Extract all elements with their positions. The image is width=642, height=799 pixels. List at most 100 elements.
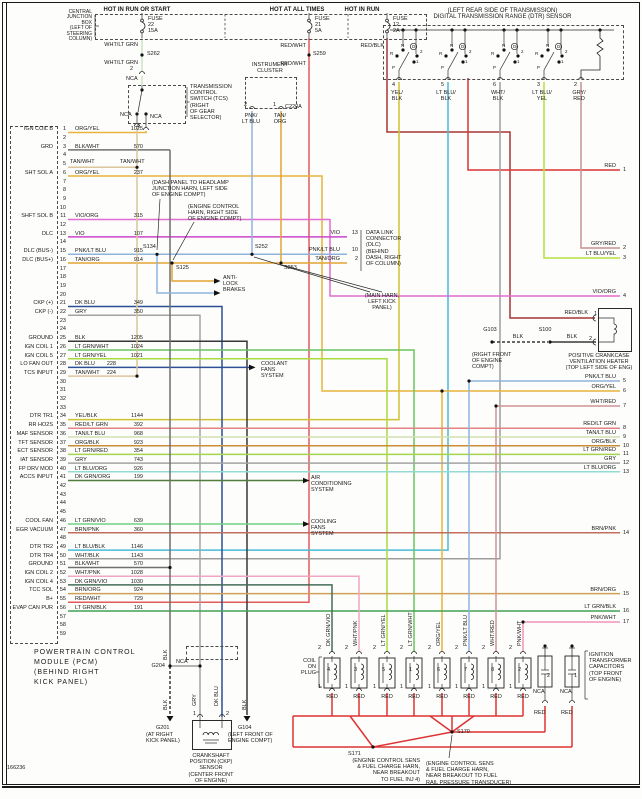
wire-label: RED	[517, 694, 529, 700]
pcm-pin-number: 2	[62, 135, 66, 141]
wire-color-label: LT GRN/BLK	[75, 604, 107, 611]
wire-color-label: LT GRN/WHT	[407, 612, 414, 646]
fuse-label: 22	[148, 22, 155, 28]
dtr-position-label: N	[502, 43, 506, 48]
pcm-signal-label: DLC	[41, 230, 53, 237]
pcm-signal-label: IAT SENSOR	[20, 456, 53, 463]
splice-label: S125	[176, 265, 189, 271]
pcm-signal-label: ACCS INPUT	[19, 474, 53, 481]
wire-label: RED	[326, 694, 338, 700]
pcm-pin-number: 7	[62, 178, 66, 185]
wire-label: YEL	[536, 96, 548, 102]
pin-label: 2	[344, 645, 348, 651]
edge-pin-number: 6	[623, 388, 627, 394]
pcm-pin-number: 36	[59, 430, 66, 437]
dtr-position-label: 1	[561, 59, 564, 64]
pcm-signal-label: GRD	[40, 143, 53, 150]
fuse-label: 12	[393, 22, 400, 28]
wire-label: LT BLU/	[436, 90, 456, 96]
pin-label: 2	[481, 645, 485, 651]
circuit-number: 1205	[130, 335, 143, 342]
wire-color-label: PNK/WHT	[516, 620, 523, 646]
circuit-number: 237	[133, 169, 143, 176]
wire-color-label: BRN/ORG	[75, 587, 101, 594]
wire-label: GRY	[192, 694, 198, 706]
pin-label: 13	[351, 229, 358, 236]
wire-color-label: WHT/PNK	[352, 620, 359, 646]
wire-label: TAN/WHT	[120, 159, 145, 165]
pin-label: 1	[454, 684, 458, 690]
dtr-position-label: P	[441, 65, 445, 70]
pin-label: 1	[192, 711, 196, 717]
ground-label: G104	[238, 725, 252, 731]
pcm-signal-label: DTR TR4	[29, 552, 53, 559]
wire-color-label: LT BLU/BLK	[75, 543, 106, 550]
inline-connector	[186, 646, 238, 660]
wire-label: BLK	[163, 699, 169, 710]
pin-label: 1	[508, 684, 512, 690]
pcm-pin-number: 20	[59, 291, 66, 298]
wire-color-label: BLK/WHT	[75, 143, 100, 150]
wire-color-label: ORG/BLK	[591, 438, 616, 445]
circuit-number: 1024	[130, 343, 143, 350]
wire-color-label: ORG/BLK	[75, 439, 100, 446]
circuit-number: 1021	[130, 352, 143, 359]
wire-color-label: WHT/RED	[489, 620, 496, 646]
wire-color-label: DK BLU	[75, 300, 95, 307]
wire-label: BLK	[566, 334, 578, 340]
page-border-bottom	[2, 785, 640, 788]
wire-color-label: LT GRN/WHT	[75, 343, 109, 350]
pcm-signal-label: EVAP CAN PUR	[12, 604, 53, 611]
pin-label: 2	[243, 102, 247, 108]
wire-color-label: BRN/ORG	[590, 586, 616, 593]
wire-label: RED	[408, 694, 420, 700]
coil-number: 4	[327, 667, 331, 673]
pcm-pin-number: 55	[59, 596, 66, 603]
wire-label: RED	[534, 710, 546, 716]
pin-label: 2	[508, 645, 512, 651]
circuit-number: 1146	[131, 543, 143, 550]
pcm-signal-label: ECT SENSOR	[17, 448, 53, 455]
circuit-number: 224	[106, 369, 116, 376]
wire-label: WHT/LT GRN	[104, 60, 138, 66]
fuse-label: 2A	[393, 28, 400, 34]
wire-color-label: GRY/RED	[591, 241, 616, 247]
fuse-label: FUSE	[393, 16, 408, 22]
pcm-pin-number: 57	[59, 613, 66, 620]
pcm-pin-number: 44	[59, 500, 66, 507]
ground-label: G201	[156, 725, 170, 731]
pin-label: 2	[573, 82, 577, 88]
splice-label: S100	[538, 327, 552, 333]
wire-color-label: BLK/WHT	[75, 561, 100, 568]
pcm-pin-number: 46	[59, 517, 66, 524]
pcm-pin-number: 24	[59, 326, 66, 333]
wire-label: BLK	[391, 96, 403, 102]
ground-label: G103	[483, 327, 497, 333]
dtr-position-label: P	[537, 65, 541, 70]
pcm-pin-number: 21	[59, 300, 66, 307]
power-header-1: HOT IN RUN OR START	[103, 7, 171, 13]
ckp-sensor-box	[192, 720, 232, 750]
pcm-signal-label: IGN COIL 2	[24, 570, 53, 576]
splice-label: S170	[457, 729, 470, 735]
wire-color-label: TAN/WHT	[75, 369, 100, 376]
edge-pin-number: 17	[623, 619, 630, 625]
pcm-pin-number: 59	[59, 630, 66, 637]
pcm-pin-number: 50	[59, 552, 66, 559]
wire-label: BLK	[242, 699, 248, 710]
dtr-position-label: 2	[521, 49, 524, 54]
dtr-position-label: P	[493, 65, 497, 70]
wire-label: PNK/	[244, 113, 258, 119]
wire-color-label: ORG/YEL	[75, 126, 100, 133]
pcm-signal-label: CKP (+)	[33, 300, 53, 307]
pcm-pin-number: 33	[59, 404, 66, 411]
pcm-signal-label: GROUND	[28, 561, 53, 568]
